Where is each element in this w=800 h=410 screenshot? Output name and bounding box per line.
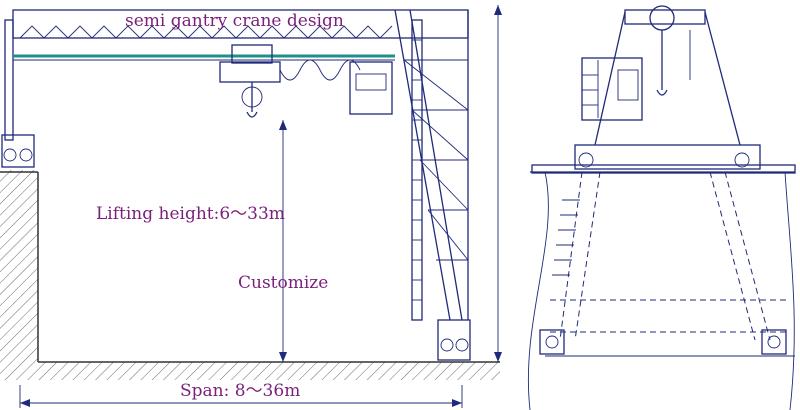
customize-label: Customize: [238, 273, 328, 293]
right-leg: [394, 9, 471, 361]
span-dimension: [19, 385, 463, 408]
hoist-trolley: [219, 44, 361, 118]
left-support: [1, 19, 35, 168]
operator-cabin: [349, 61, 393, 115]
span-label: Span: 8～36m: [180, 381, 300, 401]
overall-height-dimension: [494, 5, 502, 362]
main-girder: [12, 9, 469, 61]
side-view: [527, 5, 796, 410]
ground: [0, 170, 500, 380]
lifting-height-dimension: [279, 120, 287, 362]
lifting-height-label: Lifting height:6～33m: [96, 204, 285, 224]
title-label: semi gantry crane design: [125, 11, 344, 31]
